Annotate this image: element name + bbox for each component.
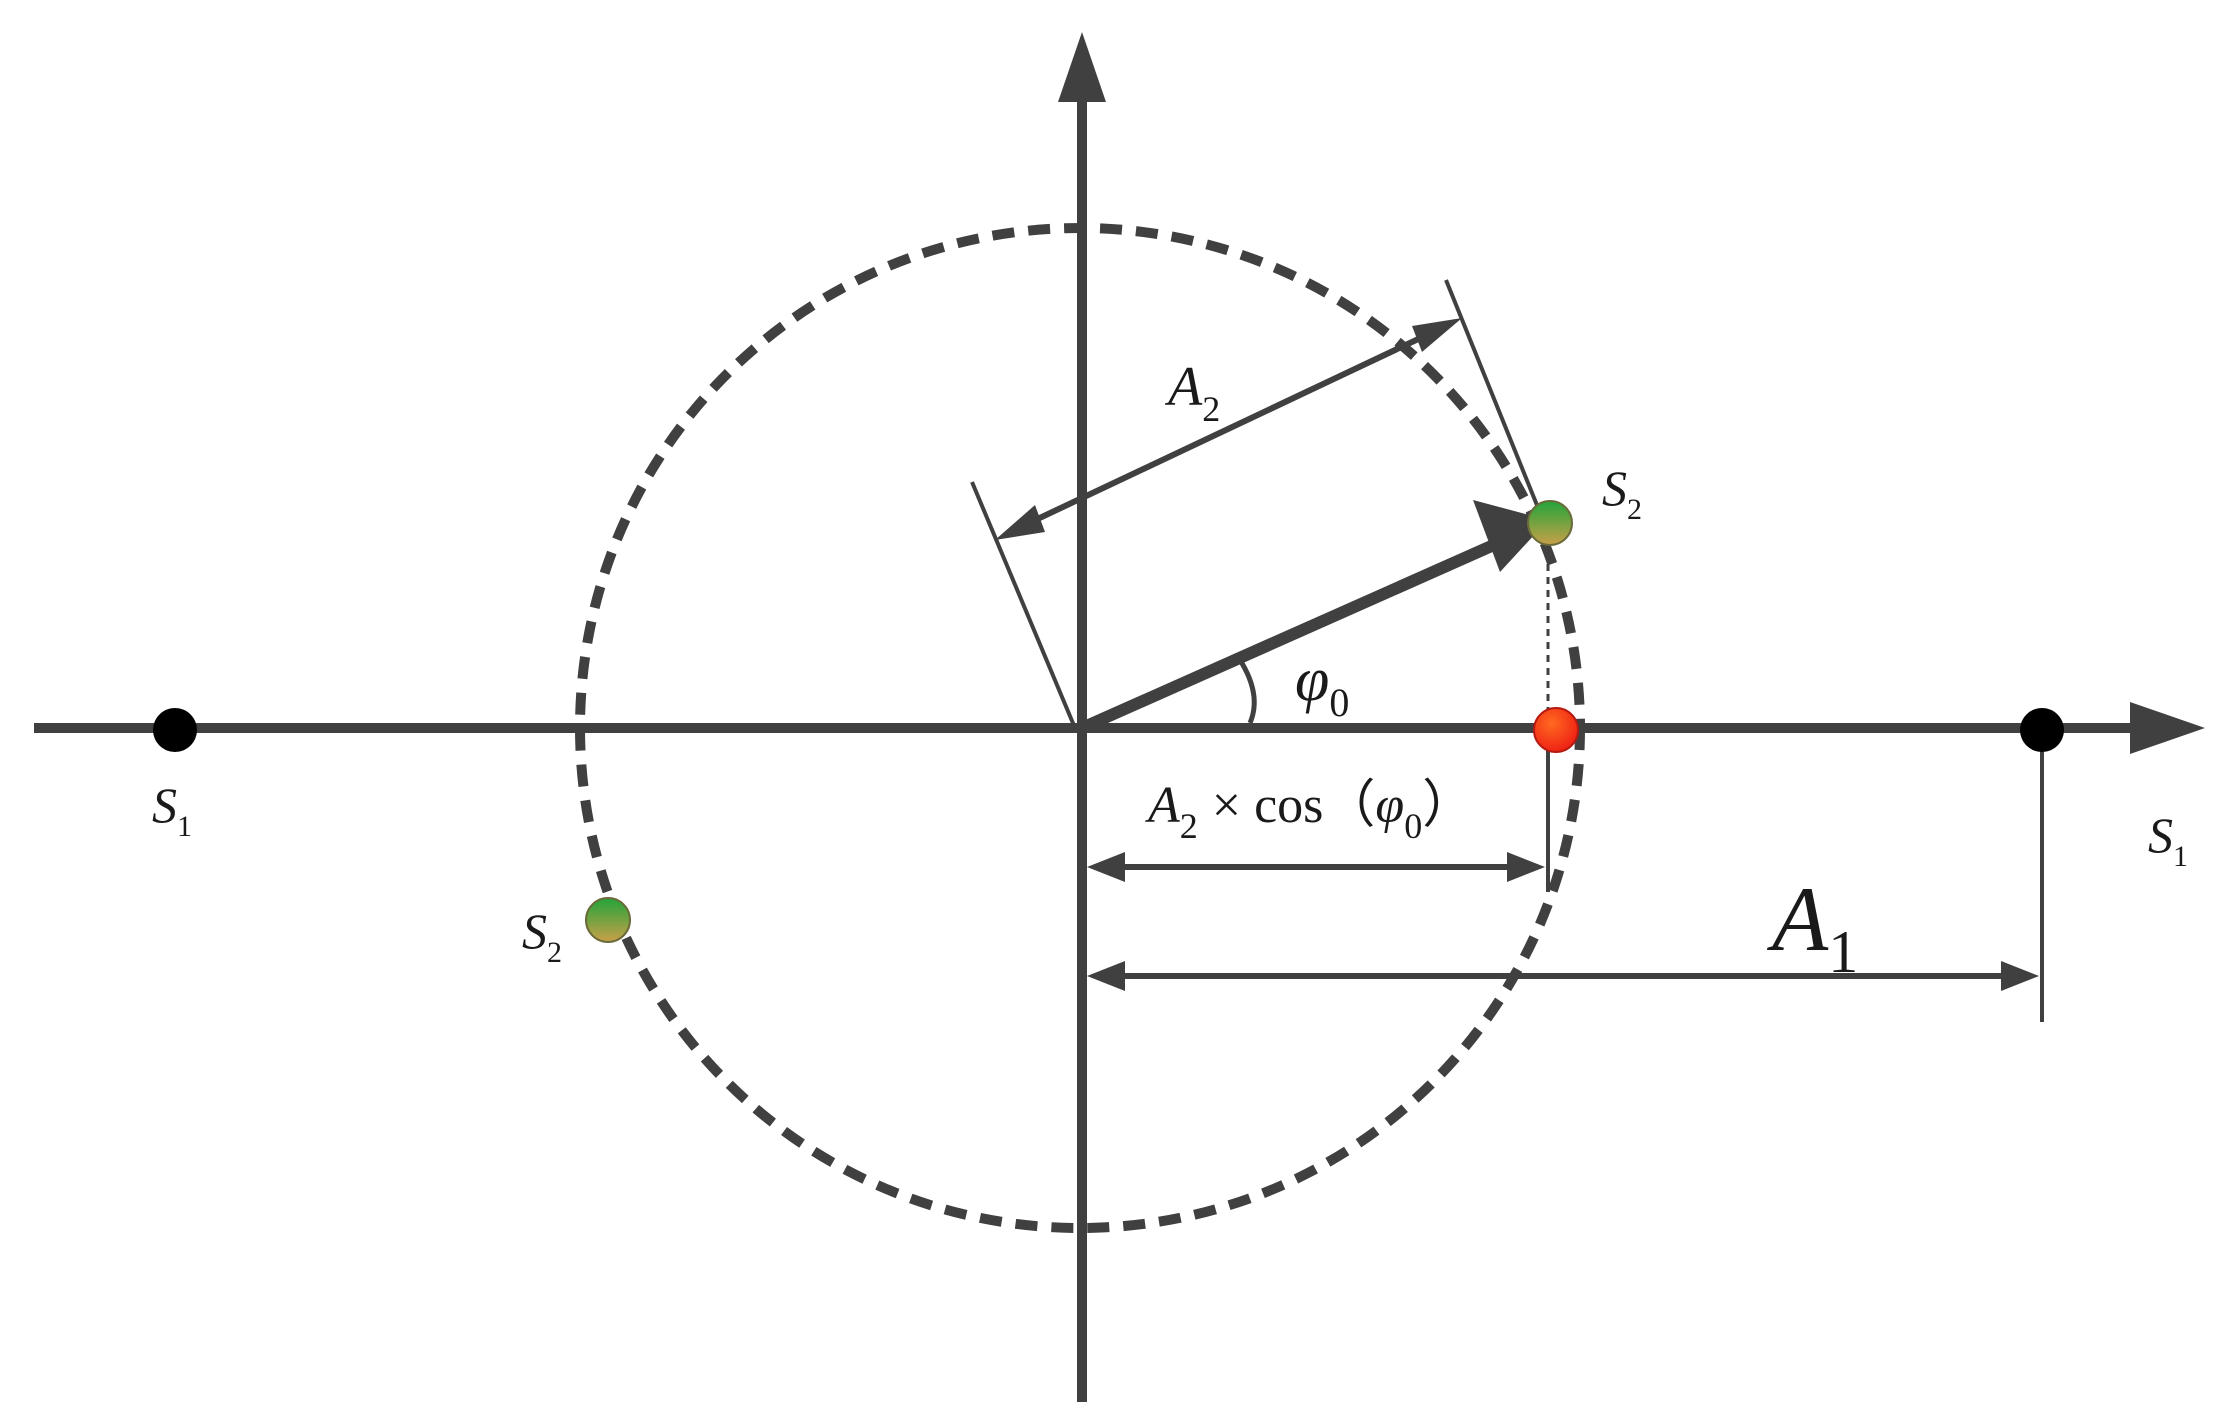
a1-arrowhead-left (1087, 961, 1125, 991)
a2cos-arrowhead-right (1507, 852, 1545, 882)
horizontal-axis-arrowhead (2130, 702, 2205, 754)
label-s2-bottom: S2 (522, 903, 562, 969)
s2-bottom-point (585, 897, 631, 943)
s2-top-point (1527, 500, 1573, 546)
label-a2: A2 (1164, 356, 1220, 429)
a2-extension-right (1444, 279, 1547, 526)
angle-arc (1237, 658, 1257, 724)
a2-arrowhead-right (1412, 318, 1462, 352)
label-s2-top: S2 (1602, 460, 1642, 526)
projection-point-red (1533, 707, 1579, 753)
a2cos-arrowhead-left (1087, 852, 1125, 882)
label-a1: A1 (1766, 868, 1858, 985)
s1-left-point (153, 708, 197, 752)
label-s1-axis: S1 (2148, 807, 2188, 873)
a2-arrowhead-left (995, 505, 1045, 540)
a1-arrowhead-right (2001, 961, 2039, 991)
s1-right-point (2020, 708, 2064, 752)
label-a2-cos-phi0: A2× cos（φ0） (1145, 777, 1474, 846)
label-phi0: φ0 (1295, 646, 1349, 725)
label-s1-left: S1 (152, 777, 192, 843)
a2-dimension-line (1008, 322, 1450, 535)
a2-extension-left (970, 481, 1077, 729)
phasor-vector (1079, 534, 1508, 734)
vertical-axis-arrowhead (1058, 32, 1106, 102)
